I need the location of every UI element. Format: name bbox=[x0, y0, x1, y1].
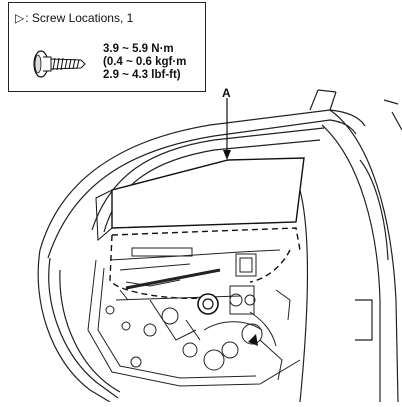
door-frame-lines bbox=[37, 89, 402, 403]
regulator-rail bbox=[125, 268, 221, 290]
torque-line-nm: 3.9 ~ 5.9 N·m bbox=[103, 43, 174, 55]
glass-lowered-outline bbox=[111, 227, 301, 283]
triangle-symbol-icon: ▷ bbox=[15, 11, 25, 25]
legend-title: ▷: Screw Locations, 1 bbox=[15, 11, 133, 25]
window-glass bbox=[111, 157, 305, 229]
legend-title-text: : Screw Locations, 1 bbox=[25, 11, 134, 25]
callout-label-a: A bbox=[222, 86, 231, 100]
door-inner-panel bbox=[87, 247, 301, 387]
legend-box: ▷: Screw Locations, 1 3.9 ~ 5.9 N·m (0.4… bbox=[8, 2, 206, 92]
screw-location-marker bbox=[197, 293, 219, 315]
torque-line-kgfm: (0.4 ~ 0.6 kgf·m bbox=[103, 56, 187, 68]
glass-edge bbox=[95, 189, 113, 242]
screw-triangle-marker bbox=[248, 334, 258, 346]
glass-lowered-outline-2 bbox=[109, 234, 201, 300]
screw-icon bbox=[33, 50, 86, 78]
torque-line-lbfft: 2.9 ~ 4.3 lbf-ft) bbox=[103, 69, 181, 81]
torque-spec: 3.9 ~ 5.9 N·m (0.4 ~ 0.6 kgf·m 2.9 ~ 4.3… bbox=[103, 43, 186, 82]
